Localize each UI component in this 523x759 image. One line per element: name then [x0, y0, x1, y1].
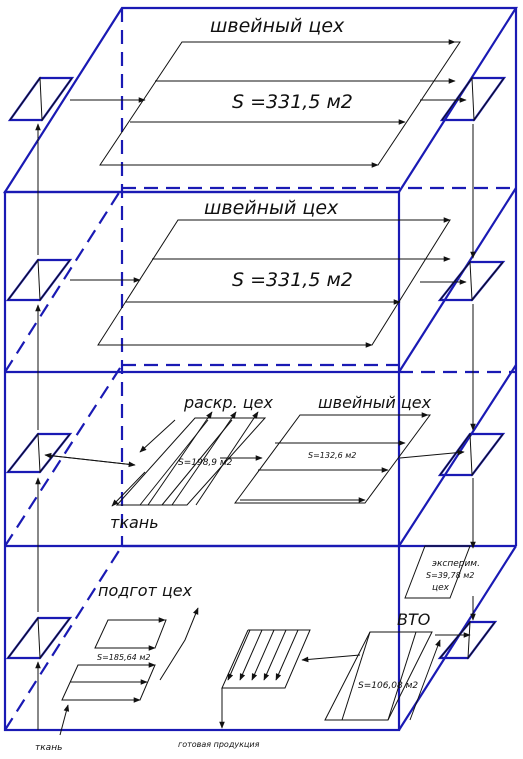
building-frame [2, 6, 519, 732]
floor-side-3 [398, 187, 517, 373]
lift-left-4 [7, 76, 75, 122]
floor-4-room: швейный цех S =331,5 м2 [70, 15, 467, 168]
vto-area-label: S=106,08 м2 [358, 681, 418, 691]
floor-2-sewing-room-label: швейный цех [318, 393, 432, 412]
fabric-floor-2-label: ткань [110, 513, 159, 532]
finishing-block: готовая продукция [178, 629, 361, 749]
exp-room-label-2: цех [432, 583, 450, 593]
floor-2-cutting-room: раскр. цех S=198,9 м2 [111, 393, 273, 507]
prep-room-label: подгот цех [98, 581, 193, 600]
floor-4-area-label: S =331,5 м2 [232, 91, 353, 113]
prep-area-label: S=185,64 м2 [97, 653, 150, 662]
floor-2-fabric-inflow: ткань [44, 452, 159, 532]
floor-2-sewing-area-label: S=132,6 м2 [308, 451, 356, 460]
floor-2-sewing-room: швейный цех S=132,6 м2 [220, 393, 465, 504]
vto-room: ВТО S=106,08 м2 [324, 610, 471, 721]
floor-side-2 [398, 364, 517, 547]
fabric-ground-label: ткань [35, 743, 62, 753]
lift-right-4 [439, 76, 507, 122]
floor-4-room-label: швейный цех [210, 15, 345, 37]
lift-markers [5, 76, 507, 660]
lift-right-1 [437, 620, 498, 660]
lift-left-2 [5, 432, 73, 474]
floor-3-room-label: швейный цех [204, 197, 339, 219]
finished-products-label: готовая продукция [178, 740, 260, 749]
cutting-room-label: раскр. цех [183, 393, 273, 412]
front-face [3, 190, 401, 732]
hidden-diag-3 [4, 187, 123, 373]
floor-3-area-label: S =331,5 м2 [232, 269, 353, 291]
vertical-flows [35, 123, 476, 730]
vto-room-label: ВТО [397, 610, 430, 629]
exp-room-label-1: эксперим. [432, 559, 480, 569]
lift-left-1 [5, 616, 73, 660]
experimental-room: эксперим. S=39,78 м2 цех [404, 545, 480, 599]
floor-3-room: швейный цех S =331,5 м2 [70, 197, 467, 348]
exp-area-label: S=39,78 м2 [426, 571, 474, 580]
lift-left-3 [5, 258, 73, 302]
prep-room: подгот цех S=185,64 м2 [59, 581, 199, 736]
hidden-diag-2 [4, 364, 123, 547]
hidden-diag-1 [4, 545, 123, 731]
lift-right-2 [437, 432, 506, 477]
lift-right-3 [437, 260, 506, 302]
cutting-area-label: S=198,9 м2 [178, 458, 233, 468]
